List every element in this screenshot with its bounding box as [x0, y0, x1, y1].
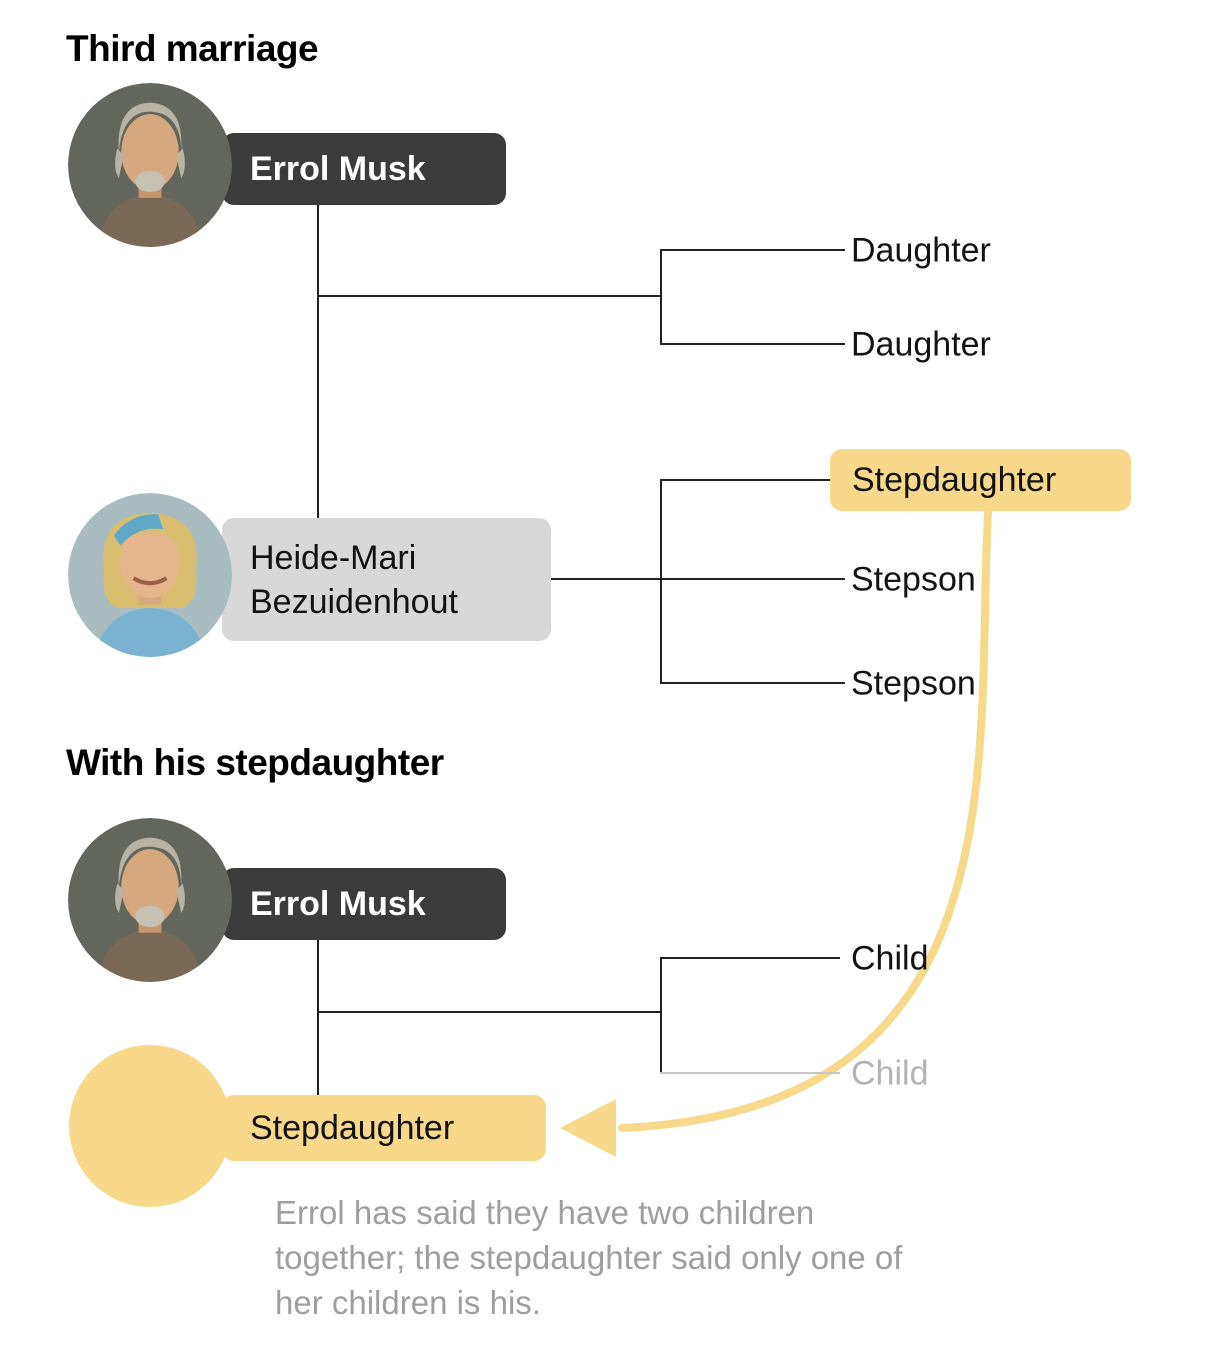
children-bracket-line [660, 249, 662, 345]
child2-stub-line [660, 1072, 840, 1074]
child2-label: Child [851, 1054, 929, 1093]
footnote-text: Errol has said they have two children to… [275, 1194, 903, 1321]
daughter2-stub-line [660, 343, 845, 345]
stepdaughter-stub-line [660, 479, 832, 481]
section-title-third-marriage: Third marriage [66, 28, 319, 69]
children-branch-line-2 [317, 1011, 662, 1013]
stepdaughter-placeholder-circle [69, 1045, 231, 1207]
stepson1-stub-line [660, 578, 845, 580]
errol-musk-photo-2 [68, 818, 232, 982]
errol-musk-portrait-art-2 [68, 818, 232, 982]
daughter2-label: Daughter [851, 325, 991, 364]
errol-musk-label-2: Errol Musk [222, 868, 506, 940]
stepson1-label: Stepson [851, 560, 976, 599]
errol-musk-portrait-art [68, 83, 232, 247]
stepson2-stub-line [660, 682, 845, 684]
stepdaughter-label-box-2: Stepdaughter [222, 1095, 546, 1161]
children-bracket-line-2 [660, 957, 662, 1074]
heide-mari-portrait-art [68, 493, 232, 657]
stepdaughter-name-2: Stepdaughter [250, 1108, 455, 1147]
section-title-with-stepdaughter: With his stepdaughter [66, 742, 444, 783]
child1-stub-line [660, 957, 840, 959]
stepchildren-bracket-line [660, 479, 662, 684]
children-branch-line [317, 295, 662, 297]
daughter1-label: Daughter [851, 231, 991, 270]
stepdaughter-label: Stepdaughter [852, 460, 1057, 499]
marriage-connector-line-2 [317, 938, 319, 1096]
heide-mari-photo [68, 493, 232, 657]
errol-musk-name-2: Errol Musk [250, 884, 426, 923]
curved-arrow-head [560, 1099, 616, 1157]
child1-label: Child [851, 939, 929, 978]
heide-mari-label: Heide-Mari Bezuidenhout [222, 518, 551, 641]
marriage-connector-line [317, 204, 319, 520]
errol-musk-photo [68, 83, 232, 247]
curved-arrow-path [618, 509, 992, 1132]
heide-mari-name: Heide-Mari Bezuidenhout [250, 538, 458, 621]
errol-musk-name: Errol Musk [250, 149, 426, 188]
stepson2-label: Stepson [851, 664, 976, 703]
daughter1-stub-line [660, 249, 845, 251]
heide-branch-line [548, 578, 662, 580]
stepdaughter-highlight-box: Stepdaughter [830, 449, 1131, 511]
errol-musk-label: Errol Musk [222, 133, 506, 205]
